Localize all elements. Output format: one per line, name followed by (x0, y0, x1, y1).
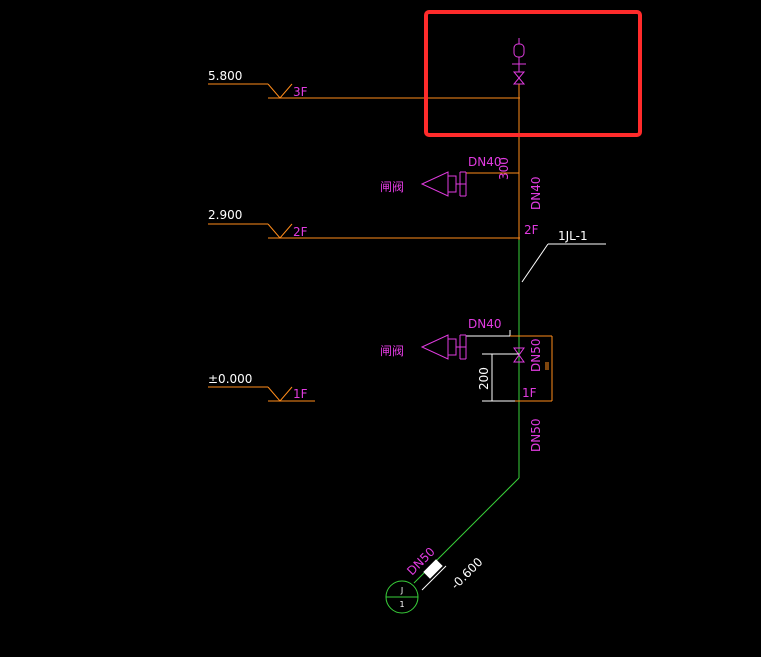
riser-label: 1JL-1 (558, 229, 588, 243)
upper-branch: DN40 闸阀 (380, 155, 519, 197)
level-2f-floor: 2F (293, 225, 308, 239)
level-2f-elevation: 2.900 (208, 208, 242, 222)
level-3f-floor: 3F (293, 85, 308, 99)
marker-bottom: 1 (399, 600, 404, 609)
level-2f: 2.900 2F (208, 208, 520, 239)
inlet-elevation: -0.600 (448, 555, 485, 592)
level-1f: ±0.000 1F (208, 372, 315, 402)
riser: 300 DN40 2F 1JL-1 DN50 1F 200 DN50 (413, 38, 606, 584)
riser-node-1f: 1F (522, 386, 537, 400)
lower-branch-size: DN40 (468, 317, 502, 331)
highlight-box (424, 10, 642, 137)
riser-node-2f: 2F (524, 223, 539, 237)
lower-hydrant-label: 闸阀 (380, 344, 404, 358)
level-1f-floor: 1F (293, 387, 308, 401)
upper-small-text: 300 (497, 157, 511, 180)
upper-hydrant-label: 闸阀 (380, 180, 404, 194)
riser-size-bottom: DN50 (529, 419, 543, 453)
level-1f-elevation: ±0.000 (208, 372, 252, 386)
riser-size-lower: DN50 (529, 339, 543, 373)
dimension-200: 200 (477, 367, 491, 390)
riser-size-upper: DN40 (529, 177, 543, 211)
marker-top: J (400, 586, 403, 595)
level-3f: 5.800 3F (208, 69, 520, 99)
upper-branch-size: DN40 (468, 155, 502, 169)
inlet: DN50 -0.600 J 1 (385, 545, 485, 614)
level-3f-elevation: 5.800 (208, 69, 242, 83)
lower-branch: DN40 闸阀 (380, 317, 510, 360)
